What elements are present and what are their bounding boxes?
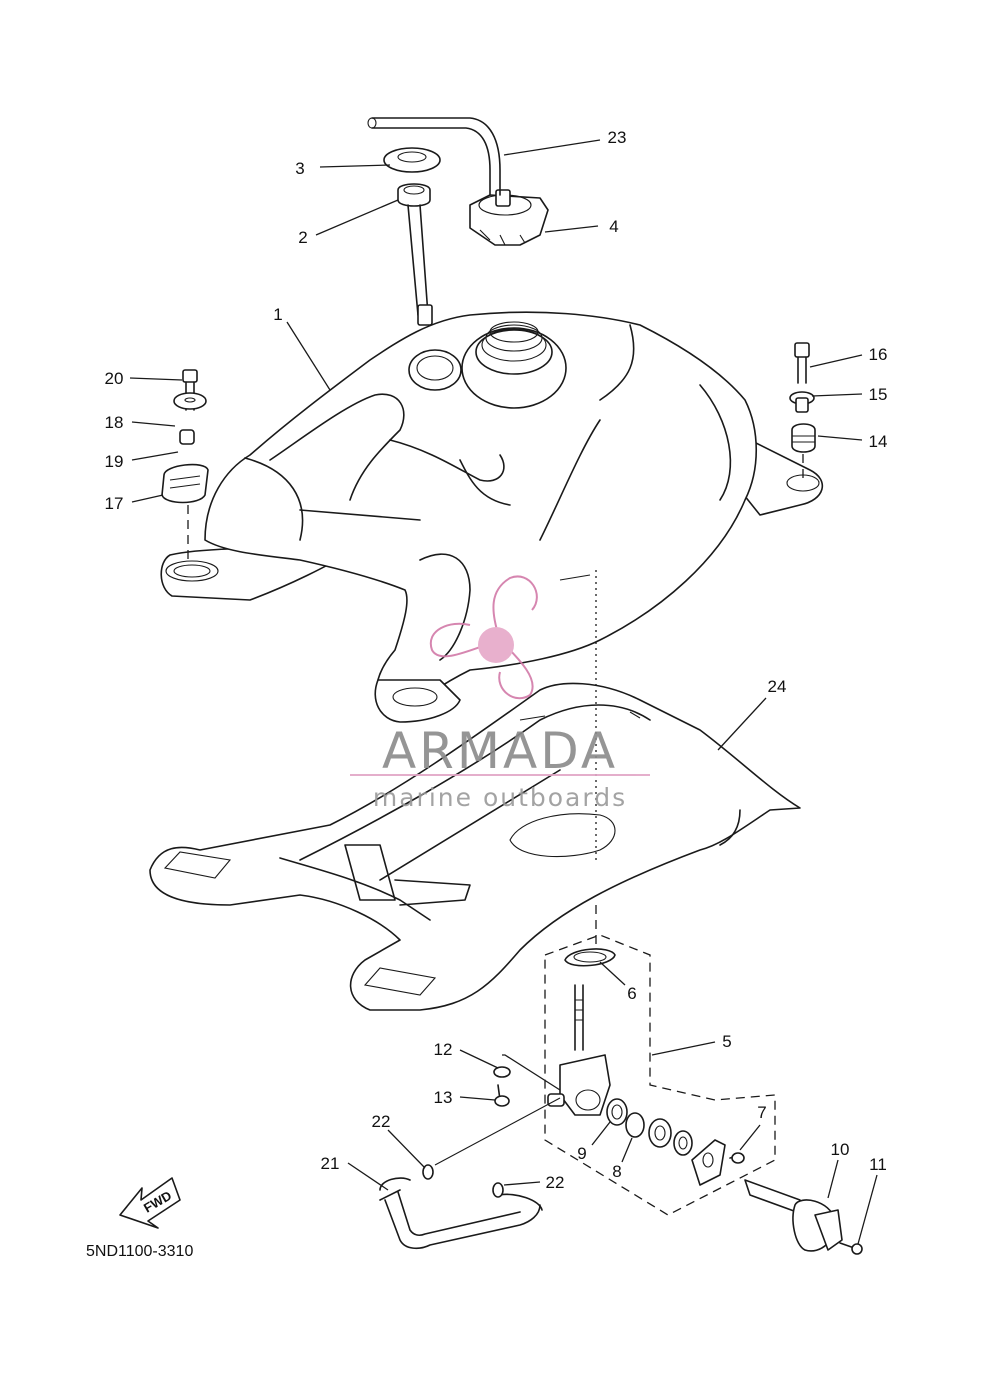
propeller-logo-icon [429, 575, 538, 700]
callout-24: 24 [768, 677, 787, 696]
callout-17: 17 [105, 494, 124, 513]
callout-7: 7 [757, 1103, 766, 1122]
fuel-gauge [383, 147, 441, 326]
callout-9: 9 [577, 1144, 586, 1163]
callout-22-lower: 22 [546, 1173, 565, 1192]
fuel-tank [160, 311, 824, 723]
callout-18: 18 [105, 413, 124, 432]
callout-4: 4 [609, 217, 618, 236]
callout-3: 3 [295, 159, 304, 178]
callout-19: 19 [105, 452, 124, 471]
callout-13: 13 [434, 1088, 453, 1107]
callout-20: 20 [105, 369, 124, 388]
brand-watermark: ARMADA marine outboards [350, 575, 650, 812]
leader-lines [129, 139, 878, 1245]
callouts: 3 2 1 4 23 20 18 19 17 16 15 14 24 6 5 7… [105, 128, 888, 1192]
callout-21: 21 [321, 1154, 340, 1173]
brand-name: ARMADA [382, 722, 618, 780]
callout-1: 1 [273, 305, 282, 324]
callout-12: 12 [434, 1040, 453, 1059]
callout-5: 5 [722, 1032, 731, 1051]
breather-hose [367, 117, 501, 196]
callout-2: 2 [298, 228, 307, 247]
callout-16: 16 [869, 345, 888, 364]
callout-10: 10 [831, 1140, 850, 1159]
right-mount-hardware [789, 342, 816, 480]
callout-11: 11 [869, 1155, 887, 1174]
fuel-cap [469, 189, 549, 246]
callout-23: 23 [608, 128, 627, 147]
callout-8: 8 [612, 1162, 621, 1181]
callout-15: 15 [869, 385, 888, 404]
callout-14: 14 [869, 432, 888, 451]
fuel-cock-assembly [493, 934, 863, 1255]
callout-6: 6 [627, 984, 636, 1003]
callout-22-upper: 22 [372, 1112, 391, 1131]
left-mount-hardware [161, 369, 209, 565]
brand-tagline: marine outboards [373, 783, 627, 812]
part-code: 5ND1100-3310 [86, 1243, 193, 1260]
fwd-arrow: FWD [119, 1177, 181, 1229]
tank-tray [149, 682, 801, 1011]
fuel-hose [379, 1164, 543, 1250]
